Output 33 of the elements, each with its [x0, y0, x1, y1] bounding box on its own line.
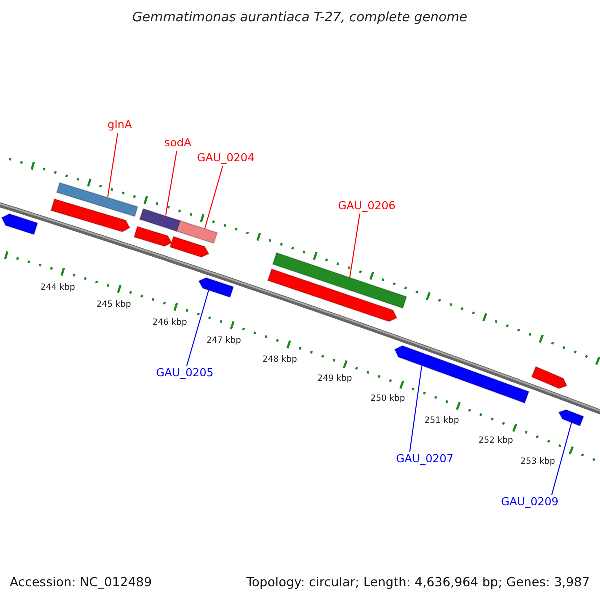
gene-label: sodA	[164, 136, 192, 150]
scale-label: 250 kbp	[370, 394, 406, 404]
scale-label: 248 kbp	[262, 355, 298, 365]
leader-line	[166, 150, 178, 216]
leader-line	[204, 166, 224, 230]
gene-label: GAU_0205	[156, 366, 214, 380]
scale-label: 249 kbp	[318, 374, 352, 384]
scale-label: 247 kbp	[206, 336, 242, 346]
gene-label: glnA	[108, 118, 132, 132]
scale-label: 245 kbp	[96, 300, 132, 310]
feature-bar	[56, 183, 138, 217]
scale-label: 253 kbp	[520, 457, 556, 467]
gene-label: GAU_0207	[396, 452, 454, 466]
leader-line	[552, 422, 572, 496]
feature-bar	[177, 220, 218, 244]
feature-bar	[140, 208, 181, 232]
genome-summary-text: Topology: circular; Length: 4,636,964 bp; Genes: 3,987	[246, 574, 590, 590]
gene-block	[199, 278, 234, 298]
feature-bar	[273, 253, 407, 309]
gene-label: GAU_0206	[338, 200, 396, 212]
gene-label: GAU_0209	[501, 496, 559, 508]
leader-line	[108, 132, 118, 198]
diagram-title: Gemmatimonas aurantiaca T-27, complete genome	[132, 10, 468, 26]
scale-label: 251 kbp	[424, 416, 460, 426]
gene-label: GAU_0204	[197, 152, 255, 164]
scale-label: 246 kbp	[152, 318, 188, 328]
accession-text: Accession: NC_012489	[10, 574, 152, 590]
scale-label: 244 kbp	[40, 283, 76, 293]
leader-line	[350, 214, 360, 278]
gene-block	[559, 410, 584, 426]
scale-label: 252 kbp	[478, 436, 514, 446]
leader-line	[186, 290, 210, 366]
leader-line	[410, 366, 422, 452]
